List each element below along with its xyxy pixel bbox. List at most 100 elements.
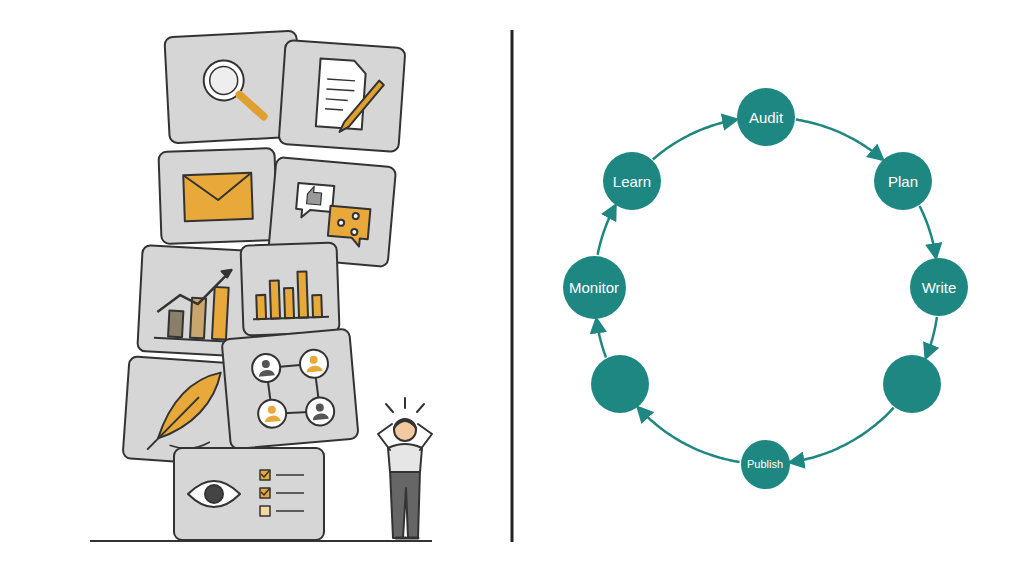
cycle-arrow: [653, 120, 736, 160]
team-network-card: [222, 329, 359, 450]
step-label: Plan: [888, 173, 918, 190]
review-card-part: [276, 492, 304, 494]
stressed-person-part: [388, 444, 422, 472]
bar-chart-card-part: [284, 288, 294, 318]
email-card-part: [183, 173, 253, 221]
team-network-card-part: [261, 360, 270, 369]
growth-chart-card-part: [168, 311, 183, 338]
cycle-arrow: [790, 408, 893, 463]
social-card-part: [338, 220, 345, 227]
document-card-part: [327, 79, 355, 81]
team-network-card-part: [258, 369, 274, 376]
cycle-step-circle: Learn: [603, 152, 661, 210]
cycle-arrow: [638, 408, 739, 462]
feather-card-part: [147, 394, 199, 453]
step-label: Learn: [613, 173, 651, 190]
email-card-part: [183, 173, 252, 201]
review-card-part: [205, 485, 223, 503]
stressed-person-part: [386, 404, 393, 412]
bar-chart-card-part: [312, 295, 322, 317]
team-network-card-part: [312, 413, 328, 420]
review-card-part: [188, 481, 240, 507]
card-stack: [123, 31, 406, 540]
social-card-part: [327, 206, 370, 247]
cycle-arrow: [926, 317, 937, 358]
bar-chart-card-part: [270, 280, 280, 318]
circle-shape: [737, 88, 795, 146]
review-card-part: [276, 510, 304, 512]
document-card-part: [326, 89, 354, 91]
cycle-arrow: [598, 206, 616, 255]
social-card-part: [351, 229, 358, 236]
cycle-step-circle: Publish: [741, 440, 790, 489]
stressed-person-part: [417, 404, 424, 412]
review-card-part: [261, 488, 270, 495]
stressed-person-part: [378, 424, 392, 450]
social-card-part: [295, 183, 334, 220]
stressed-person: [378, 398, 432, 538]
document-card: [279, 40, 406, 152]
review-card-part: [260, 488, 270, 498]
growth-chart-card-part: [212, 287, 229, 340]
stressed-person-part: [418, 424, 432, 450]
step-label: Audit: [749, 109, 783, 126]
team-network-card-part: [306, 365, 322, 372]
team-network-card-part: [251, 353, 281, 383]
growth-chart-card-part: [221, 269, 231, 278]
social-card-part: [352, 213, 359, 220]
cycle-arrow: [920, 206, 936, 257]
step-label: Publish: [747, 458, 783, 470]
review-card-part: [260, 470, 270, 480]
cycle-step-circle: Audit: [737, 88, 795, 146]
cycle-step-circle: Monitor: [563, 256, 626, 319]
circle-outline: [591, 355, 649, 413]
review-card-part: [276, 474, 304, 476]
cycle-step-circle: Write: [910, 258, 968, 316]
stressed-person-part: [390, 470, 420, 538]
document-card-part: [339, 78, 384, 135]
circle-shape: [603, 152, 661, 210]
cycle-step-circle: [883, 355, 941, 413]
bar-chart-card-part: [240, 242, 339, 335]
review-card-part: [174, 448, 324, 540]
team-network-card-part: [305, 396, 335, 426]
bar-chart-card-part: [297, 271, 308, 317]
stressed-person-part: [396, 537, 418, 540]
circle-shape: [883, 355, 941, 413]
cycle-arrow: [596, 319, 606, 357]
search-card-part: [239, 93, 263, 117]
team-network-card-part: [299, 349, 329, 379]
step-label: Monitor: [569, 279, 619, 296]
bar-chart-card-part: [253, 317, 329, 320]
stressed-person-part: [394, 420, 416, 428]
step-label: Write: [922, 279, 957, 296]
team-network-card-part: [264, 415, 280, 422]
divider-line: [511, 30, 514, 542]
team-network-card-part: [222, 329, 359, 450]
stressed-person-part: [394, 419, 416, 441]
circle-shape: [741, 440, 790, 489]
team-network-card-part: [267, 405, 276, 414]
circle-shape: [591, 355, 649, 413]
cycle-step-circle: Plan: [874, 152, 932, 210]
stressed-person-part: [404, 398, 406, 408]
bar-chart-card: [240, 242, 339, 335]
document-card-part: [279, 40, 406, 152]
document-card-part: [325, 109, 343, 110]
ground-line: [90, 540, 432, 542]
review-card-part: [261, 470, 270, 477]
bar-chart-card-part: [256, 295, 266, 319]
team-network-card-part: [315, 403, 324, 412]
social-card-part: [307, 186, 323, 205]
circle-shape: [874, 152, 932, 210]
cycle-step-circle: [591, 355, 649, 413]
document-card-part: [326, 99, 348, 101]
team-network-card-part: [257, 398, 287, 428]
email-card: [158, 148, 277, 244]
team-network-card-part: [309, 355, 318, 364]
cycle-arrow: [796, 120, 883, 160]
